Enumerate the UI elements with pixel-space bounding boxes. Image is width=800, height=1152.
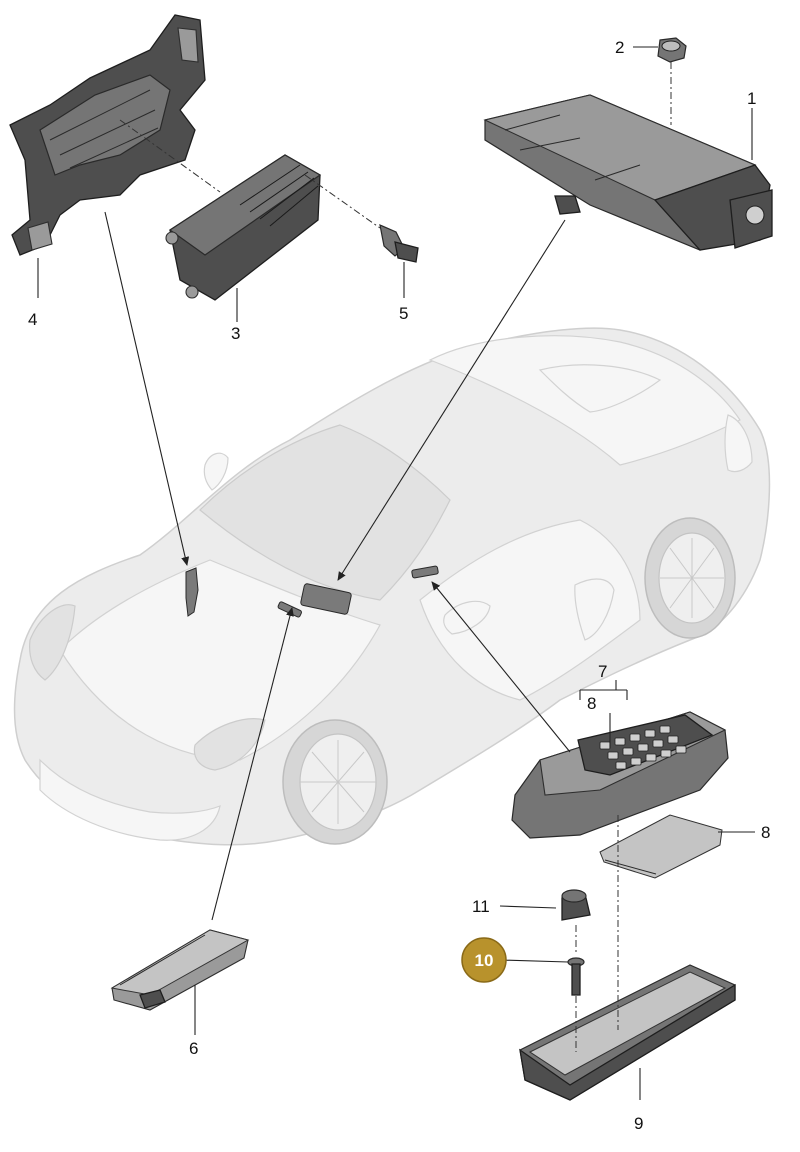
car-headlight-left (29, 604, 76, 681)
callout-9: 9 (634, 1114, 643, 1133)
in-car-sensor-right (411, 565, 439, 579)
assembly-dash-lines (119, 62, 672, 1052)
part-1-control-unit (483, 94, 773, 251)
pointer-arrows (104, 211, 571, 921)
car-windshield (199, 424, 451, 601)
part-10-screw (567, 957, 585, 996)
callout-3: 3 (231, 324, 240, 343)
in-car-module-center (300, 583, 352, 615)
car-mirror-right (443, 600, 491, 635)
part-8-cover (599, 814, 723, 879)
callout-4: 4 (28, 310, 37, 329)
part-6-antenna-module (110, 929, 250, 1011)
callout-6: 6 (189, 1039, 198, 1058)
callout-8-top: 8 (587, 694, 596, 713)
callout-11: 11 (472, 897, 490, 916)
part-2-nut (657, 37, 687, 63)
car-illustration (13, 327, 771, 846)
remote-keypad (599, 725, 687, 770)
callout-7: 7 (598, 662, 607, 681)
callout-8-right: 8 (761, 823, 770, 842)
callout-10-highlight: 10 (461, 937, 507, 983)
part-11-grommet (561, 889, 591, 921)
car-door (419, 519, 641, 701)
car-front-bumper (39, 758, 221, 841)
part-3-module (165, 154, 322, 301)
car-mirror-left (203, 452, 229, 491)
in-car-bracket (185, 567, 199, 617)
part-4-bracket (9, 14, 206, 256)
leader-lines (37, 46, 755, 1100)
callouts: 1 2 3 4 5 6 7 8 8 9 10 11 (28, 38, 770, 1133)
car-tail-light (724, 414, 753, 473)
callout-10: 10 (475, 951, 494, 970)
part-7-remote (511, 711, 729, 839)
callout-5: 5 (399, 304, 408, 323)
car-headlight-right (193, 718, 266, 771)
part-9-housing (519, 964, 736, 1101)
callout-1: 1 (747, 89, 756, 108)
car-side-intake (574, 578, 615, 641)
part-5-screw (379, 223, 419, 263)
car-engine-cover (538, 364, 662, 413)
callout-2: 2 (615, 38, 624, 57)
